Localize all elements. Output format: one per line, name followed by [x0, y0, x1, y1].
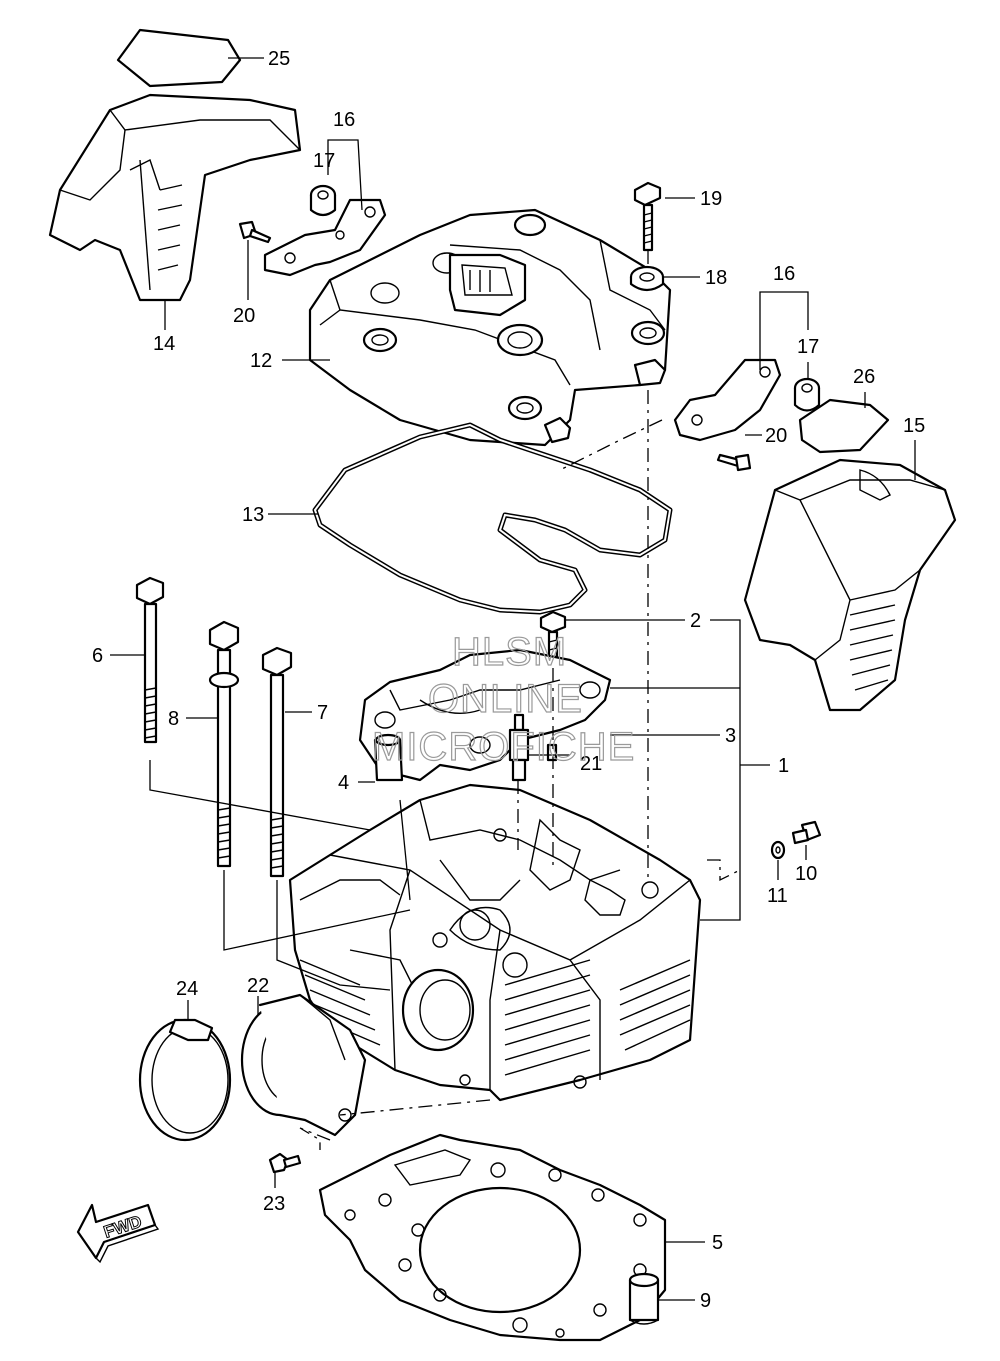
callout-3[interactable]: 3: [725, 725, 736, 747]
callout-4[interactable]: 4: [338, 772, 349, 794]
part-20-bolt-left[interactable]: [238, 220, 272, 244]
callout-12[interactable]: 12: [250, 350, 272, 372]
callout-13[interactable]: 13: [242, 504, 264, 526]
part-26-seal[interactable]: [798, 398, 890, 454]
callout-14[interactable]: 14: [153, 333, 175, 355]
callout-17-left[interactable]: 17: [313, 150, 335, 172]
callout-2[interactable]: 2: [690, 610, 701, 632]
callout-6[interactable]: 6: [92, 645, 103, 667]
part-24-clamp[interactable]: [138, 1018, 232, 1142]
part-17-grommet-left[interactable]: [309, 184, 337, 217]
callout-16-left[interactable]: 16: [333, 109, 355, 131]
part-1-cylinder-head[interactable]: [288, 783, 702, 1102]
part-23-bolt[interactable]: [268, 1152, 302, 1174]
callout-16-right[interactable]: 16: [773, 263, 795, 285]
callout-20-left[interactable]: 20: [233, 305, 255, 327]
callout-1[interactable]: 1: [778, 755, 789, 777]
part-15-side-cover[interactable]: [743, 458, 957, 712]
callout-15[interactable]: 15: [903, 415, 925, 437]
callout-9[interactable]: 9: [700, 1290, 711, 1312]
svg-text:MICROFICHE: MICROFICHE: [372, 725, 635, 769]
part-13-cover-gasket[interactable]: [312, 422, 673, 615]
svg-text:ONLINE: ONLINE: [428, 677, 583, 721]
callout-25[interactable]: 25: [268, 48, 290, 70]
part-25-seal[interactable]: [116, 28, 242, 88]
callout-26[interactable]: 26: [853, 366, 875, 388]
part-19-bolt[interactable]: [633, 181, 662, 252]
part-9-dowel-sleeve[interactable]: [628, 1272, 660, 1325]
callout-5[interactable]: 5: [712, 1232, 723, 1254]
callout-18[interactable]: 18: [705, 267, 727, 289]
part-7-stud-bolt[interactable]: [261, 646, 293, 878]
part-4-dowel-pin[interactable]: [373, 733, 404, 782]
callout-11[interactable]: 11: [767, 885, 788, 907]
callout-20-right[interactable]: 20: [765, 425, 787, 447]
part-5-head-gasket[interactable]: [318, 1133, 667, 1342]
part-16-bracket-right[interactable]: [673, 358, 782, 442]
callout-22[interactable]: 22: [247, 975, 269, 997]
callout-17-right[interactable]: 17: [797, 336, 819, 358]
part-12-head-cover[interactable]: [308, 208, 672, 447]
watermark: HLSM ONLINE MICROFICHE: [371, 629, 635, 769]
fwd-label: FWD: [101, 1212, 144, 1242]
part-20-bolt-right[interactable]: [716, 453, 752, 472]
callout-24[interactable]: 24: [176, 978, 198, 1000]
svg-text:HLSM: HLSM: [452, 630, 567, 674]
part-14-side-cover[interactable]: [48, 93, 302, 302]
fwd-arrow: FWD: [76, 1203, 160, 1264]
part-21-spark-plug[interactable]: [508, 713, 558, 782]
part-10-bolt[interactable]: [791, 820, 822, 845]
callout-labels: 25 14 16 17 20 12 19 18 16 17 20 26 15 1…: [92, 48, 925, 1312]
part-3-camshaft-holder[interactable]: [358, 648, 612, 782]
part-6-stud-bolt[interactable]: [135, 576, 165, 744]
part-22-intake-pipe[interactable]: [240, 993, 367, 1137]
leader-lines: [110, 57, 916, 1301]
callout-23[interactable]: 23: [263, 1193, 285, 1215]
part-8-stud-bolt[interactable]: [208, 620, 240, 868]
callout-10[interactable]: 10: [795, 863, 817, 885]
callout-8[interactable]: 8: [168, 708, 179, 730]
part-18-washer[interactable]: [629, 265, 665, 292]
callout-19[interactable]: 19: [700, 188, 722, 210]
part-17-grommet-right[interactable]: [793, 377, 821, 412]
part-16-bracket-left[interactable]: [263, 198, 387, 277]
part-11-washer[interactable]: [770, 840, 786, 860]
callout-7[interactable]: 7: [317, 702, 328, 724]
assembly-lines: [149, 250, 741, 1150]
callout-21[interactable]: 21: [580, 753, 602, 775]
